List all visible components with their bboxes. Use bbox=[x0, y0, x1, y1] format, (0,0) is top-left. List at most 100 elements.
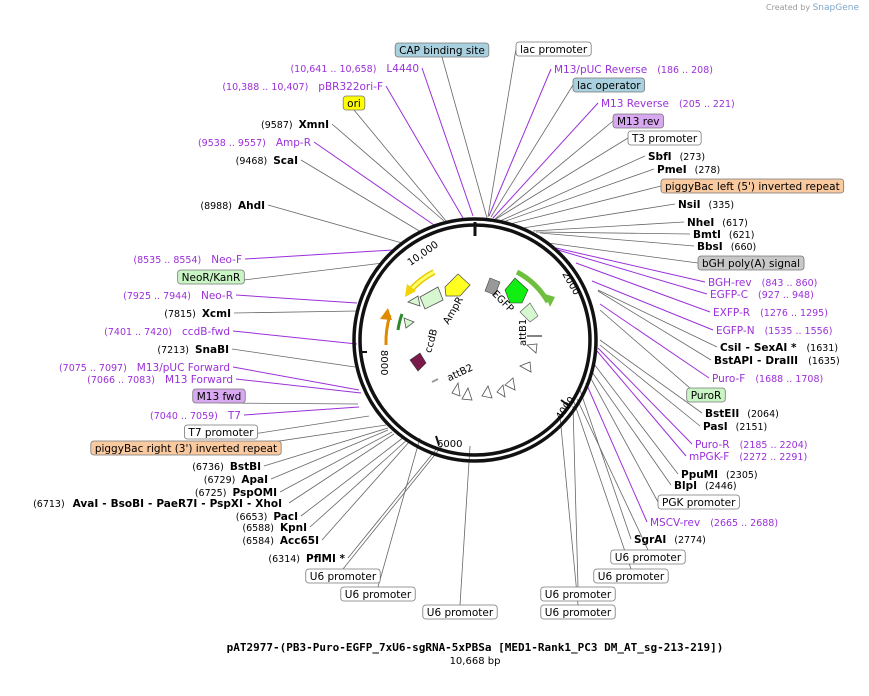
xhoi-site: XhoI bbox=[255, 498, 282, 510]
egfp-n-coords: (1535 .. 1556) bbox=[765, 326, 833, 337]
left-label-9-neor-kanr: NeoR/KanR bbox=[177, 269, 245, 285]
bstbi-site: BstBI bbox=[230, 461, 261, 473]
left-label-21-apai: ApaI(6729) bbox=[204, 474, 268, 486]
u6-promoter-label-5: U6 promoter bbox=[540, 604, 616, 620]
bottom-2-leader bbox=[342, 445, 443, 570]
u6-fragment-7 bbox=[451, 381, 461, 397]
right-label-25-mpgk-f: mPGK-F (2272 .. 2291) bbox=[689, 451, 807, 463]
snapgene-credit: Created by SnapGene bbox=[766, 3, 859, 13]
t7-coords: (7040 .. 7059) bbox=[150, 411, 218, 422]
neor-arrowhead bbox=[380, 308, 392, 320]
mpgk-f-coords: (2272 .. 2291) bbox=[739, 452, 807, 463]
u6-promoter-text: U6 promoter bbox=[615, 552, 682, 564]
bgh-poly-a-signal-box bbox=[697, 255, 805, 271]
enzyme-separator: - bbox=[201, 498, 205, 510]
left-label-23-avai-bsobi-paer7i-pspxi-xhoi: AvaI - BsoBI - PaeR7I - PspXI - XhoI(671… bbox=[33, 498, 282, 510]
left-label-8-neo-f: Neo-F(8535 .. 8554) bbox=[133, 254, 242, 266]
leader-lines bbox=[185, 48, 718, 606]
xmni-coord: (9587) bbox=[261, 120, 293, 131]
neo-f-coords: (8535 .. 8554) bbox=[133, 255, 201, 266]
scai-site: ScaI bbox=[273, 155, 298, 167]
left-label-10-neo-r: Neo-R(7925 .. 7944) bbox=[123, 290, 233, 302]
cap-binding-site-box bbox=[394, 42, 490, 58]
xmni-site: XmnI bbox=[299, 119, 329, 131]
left-label-22-pspomi: PspOMI(6725) bbox=[195, 487, 277, 499]
ccdb-arrow bbox=[409, 352, 427, 372]
u6-promoter-text: U6 promoter bbox=[545, 589, 612, 601]
egfp-n-primer: EGFP-N bbox=[716, 325, 755, 337]
blpi-site: BlpI bbox=[674, 480, 697, 492]
u6-promoter-text: U6 promoter bbox=[427, 607, 494, 619]
pmei-coord: (278) bbox=[695, 165, 721, 176]
enzymes-coord: (1635) bbox=[808, 356, 840, 367]
right-21-leader bbox=[599, 309, 707, 403]
right-label-5-t3-promoter: T3 promoter bbox=[627, 130, 702, 146]
right-label-29-mscv-rev: MSCV-rev(2665 .. 2688) bbox=[650, 517, 778, 529]
egfp-arc-head bbox=[545, 294, 555, 307]
left-label-13-snabi: SnaBI(7213) bbox=[157, 344, 229, 356]
pbr322ori-f-coords: (10,388 .. 10,407) bbox=[222, 82, 308, 93]
ppumi-coord: (2305) bbox=[726, 470, 758, 481]
bottom-4-leader bbox=[459, 445, 471, 606]
backbone-outer bbox=[352, 217, 598, 463]
u6-fragment-2 bbox=[519, 361, 532, 373]
snabi-site: SnaBI bbox=[195, 344, 229, 356]
blpi-coord: (2446) bbox=[705, 481, 737, 492]
left-label-14-m13-puc-forward: M13/pUC Forward(7075 .. 7097) bbox=[59, 362, 230, 374]
left-1-leader bbox=[421, 67, 474, 217]
u6-fragment-5 bbox=[461, 387, 473, 401]
right-label-24-puro-r: Puro-R(2185 .. 2204) bbox=[695, 439, 807, 451]
bbsi-site: BbsI bbox=[697, 241, 723, 253]
neor-kanr-label: NeoR/KanR bbox=[182, 272, 241, 284]
right-label-3-m13-reverse: M13 Reverse(205 .. 221) bbox=[601, 98, 735, 110]
m13-rev-box bbox=[612, 113, 664, 129]
left-label-6-scai: ScaI(9468) bbox=[236, 155, 298, 167]
right-17-leader bbox=[591, 280, 714, 331]
left-21-leader bbox=[270, 429, 389, 480]
left-label-25-kpni: KpnI(6588) bbox=[242, 522, 307, 534]
ori-arrowhead bbox=[405, 284, 416, 297]
piggybac-right-3-inverted-repeat-box bbox=[90, 440, 282, 456]
m13-fwd-box bbox=[192, 388, 246, 404]
right-label-10-nhei: NheI(617) bbox=[687, 217, 748, 229]
right-0-leader bbox=[487, 48, 517, 218]
piggybac-left-5-inverted-repeat-box bbox=[660, 178, 845, 194]
egfp-arc bbox=[515, 269, 551, 304]
ahdi-site: AhdI bbox=[238, 200, 265, 212]
left-label-7-ahdi: AhdI (8988) bbox=[200, 200, 265, 212]
pspxi-site: PspXI bbox=[210, 498, 243, 510]
right-26-leader bbox=[593, 363, 679, 475]
right-label-19-bstapi-draiii: BstAPI - DraIII(1635) bbox=[714, 355, 840, 367]
bsobi-site: BsoBI bbox=[111, 498, 144, 510]
bsteii-site: BstEII bbox=[705, 408, 739, 420]
egfp-c-primer: EGFP-C bbox=[710, 289, 748, 301]
acc65i-coord: (6584) bbox=[242, 536, 274, 547]
right-10-leader bbox=[532, 221, 685, 232]
l4440-primer: L4440 bbox=[386, 63, 419, 75]
right-label-27-blpi: BlpI (2446) bbox=[674, 480, 737, 492]
cap-binding-site-label: CAP binding site bbox=[399, 45, 485, 57]
plasmid-ring: 10,000 2000 4000 6000 8000 bbox=[352, 217, 598, 463]
ccdb-fwd-primer: ccdB-fwd bbox=[182, 326, 230, 338]
left-6-leader bbox=[300, 159, 422, 233]
right-29-leader bbox=[585, 382, 648, 523]
mpgk-f-primer: mPGK-F bbox=[689, 451, 729, 463]
left-2-leader bbox=[385, 85, 464, 219]
u6-promoter-label-2: U6 promoter bbox=[305, 568, 381, 584]
left-label-2-pbr322ori-f: pBR322ori-F(10,388 .. 10,407) bbox=[222, 81, 383, 93]
right-8-leader bbox=[509, 185, 662, 225]
left-8-leader bbox=[244, 249, 394, 260]
egfp-c-coords: (927 .. 948) bbox=[758, 290, 814, 301]
lac-promoter-label: lac promoter bbox=[520, 44, 588, 56]
m13-puc-reverse-primer: M13/pUC Reverse bbox=[554, 64, 647, 76]
right-28-leader bbox=[588, 374, 659, 503]
puro-r-primer: Puro-R bbox=[695, 439, 730, 451]
u6-promoter-text: U6 promoter bbox=[310, 571, 377, 583]
left-11-leader bbox=[233, 310, 358, 314]
u6-promoter-label-0: U6 promoter bbox=[610, 549, 686, 565]
left-10-leader bbox=[235, 294, 358, 304]
right-label-11-bmti: BmtI(621) bbox=[693, 229, 754, 241]
m13-fwd-label: M13 fwd bbox=[197, 391, 242, 403]
small-grey-feature bbox=[484, 277, 501, 296]
ahdi-coord: (8988) bbox=[200, 201, 232, 212]
